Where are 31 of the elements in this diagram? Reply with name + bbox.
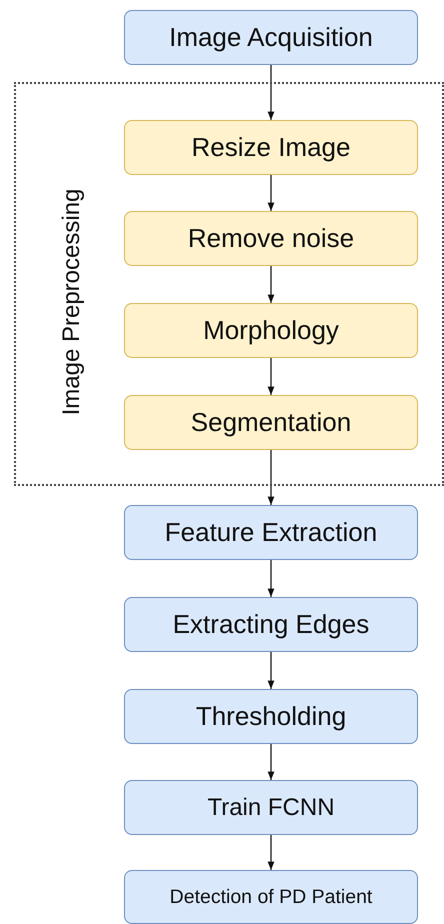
step-label: Train FCNN <box>207 794 335 822</box>
process-box <box>124 689 418 744</box>
step-box <box>124 303 418 358</box>
process-box <box>124 10 418 65</box>
arrow <box>268 450 274 505</box>
arrow <box>268 358 274 395</box>
process-box <box>124 870 418 924</box>
step-label: Resize Image <box>192 132 350 163</box>
step-box <box>124 120 418 175</box>
process-box <box>124 597 418 652</box>
arrow <box>268 560 274 597</box>
arrow <box>268 175 274 211</box>
arrow <box>268 266 274 303</box>
step-label: Feature Extraction <box>164 517 378 548</box>
process-box <box>124 780 418 835</box>
process-box <box>124 505 418 560</box>
step-label: Detection of PD Patient <box>170 886 372 908</box>
step-label: Morphology <box>203 315 339 346</box>
arrow <box>268 744 274 780</box>
step-label: Image Acquisition <box>169 22 373 53</box>
step-box <box>124 395 418 450</box>
arrow <box>268 652 274 689</box>
group-frame <box>14 82 444 486</box>
arrow <box>268 835 274 870</box>
step-label: Remove noise <box>188 223 354 254</box>
arrow <box>268 65 274 120</box>
step-label: Extracting Edges <box>172 609 370 640</box>
step-label: Segmentation <box>190 407 352 438</box>
group-label: Image Preprocessing <box>58 188 86 416</box>
step-label: Thresholding <box>196 701 346 732</box>
step-box <box>124 211 418 266</box>
